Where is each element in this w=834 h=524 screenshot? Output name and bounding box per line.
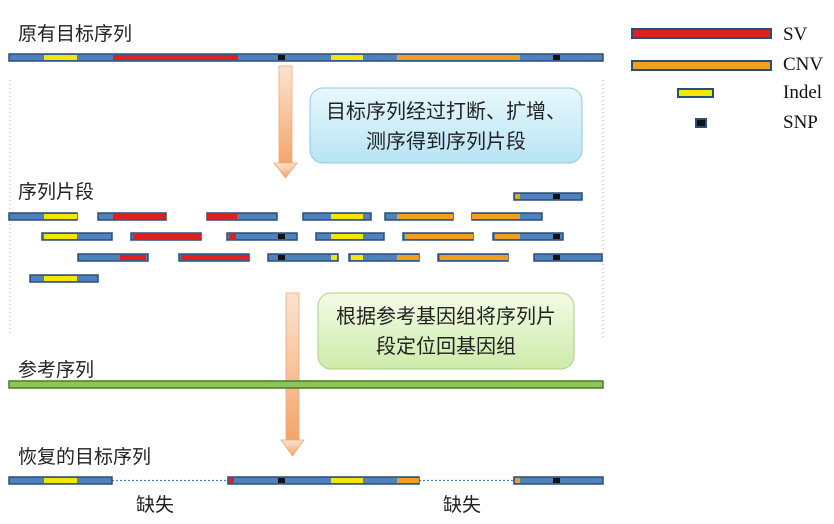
cnv-mark — [397, 214, 453, 219]
fragments-label: 序列片段 — [18, 181, 95, 203]
sv-mark — [229, 478, 234, 483]
cnv-mark — [397, 478, 419, 483]
sv-mark — [133, 234, 201, 239]
callout-box-1 — [309, 87, 583, 164]
sv-mark — [120, 255, 146, 260]
legend-snp-swatch — [695, 118, 707, 128]
snp-mark — [278, 55, 285, 60]
fragments-region-frame — [9, 80, 604, 340]
snp-mark — [553, 194, 560, 199]
indel-mark — [44, 276, 77, 281]
reference-sequence-label: 参考序列 — [18, 359, 95, 381]
fragment-bar — [267, 253, 339, 262]
fragment-bar — [492, 232, 564, 241]
snp-mark — [278, 255, 285, 260]
fragment-bar — [226, 232, 298, 241]
snp-mark — [553, 478, 560, 483]
indel-mark — [44, 214, 77, 219]
fragment-bar — [533, 253, 603, 262]
sv-mark — [229, 234, 236, 239]
original-sequence-bar — [8, 53, 604, 62]
cnv-mark — [440, 255, 508, 260]
callout-box-2 — [317, 292, 575, 370]
callout-step2-text: 根据参考基因组将序列片段定位回基因组 — [336, 304, 556, 358]
cnv-mark — [397, 255, 419, 260]
recovered-sequence-label: 恢复的目标序列 — [18, 446, 152, 468]
cnv-mark — [472, 214, 520, 219]
legend-cnv-label: CNV — [783, 54, 824, 75]
cnv-mark — [495, 234, 520, 239]
indel-mark — [44, 478, 77, 483]
sv-mark — [207, 214, 237, 219]
arrow-down-2 — [280, 292, 305, 457]
snp-mark — [553, 234, 560, 239]
indel-mark — [331, 478, 363, 483]
indel-mark — [331, 255, 337, 260]
missing-label-right: 缺失 — [443, 494, 482, 516]
snp-mark — [553, 255, 560, 260]
fragment-bar — [513, 192, 583, 201]
indel-mark — [44, 55, 77, 60]
snp-mark — [553, 55, 560, 60]
legend-sv-swatch — [631, 28, 772, 39]
indel-mark — [331, 234, 363, 239]
sv-mark — [181, 255, 249, 260]
missing-label-left: 缺失 — [136, 494, 175, 516]
cnv-mark — [515, 478, 520, 483]
indel-mark — [331, 214, 363, 219]
sv-mark — [113, 214, 166, 219]
reference-sequence-bar — [8, 380, 604, 389]
sv-mark — [113, 55, 238, 60]
original-sequence-label: 原有目标序列 — [18, 23, 133, 45]
snp-mark — [278, 234, 285, 239]
legend-snp-label: SNP — [783, 112, 818, 133]
legend-indel-label: Indel — [783, 82, 823, 103]
cnv-mark — [397, 55, 520, 60]
cnv-mark — [515, 194, 520, 199]
legend-indel-swatch — [677, 88, 714, 98]
indel-mark — [331, 55, 363, 60]
arrow-down-1 — [273, 65, 298, 179]
snp-mark — [278, 478, 285, 483]
legend-cnv-swatch — [631, 60, 772, 71]
legend-sv-label: SV — [783, 24, 808, 45]
fragment-bar — [77, 253, 149, 262]
indel-mark — [44, 234, 77, 239]
cnv-mark — [405, 234, 473, 239]
callout-step1-text: 目标序列经过打断、扩增、测序得到序列片段 — [326, 98, 566, 153]
indel-mark — [351, 255, 363, 260]
